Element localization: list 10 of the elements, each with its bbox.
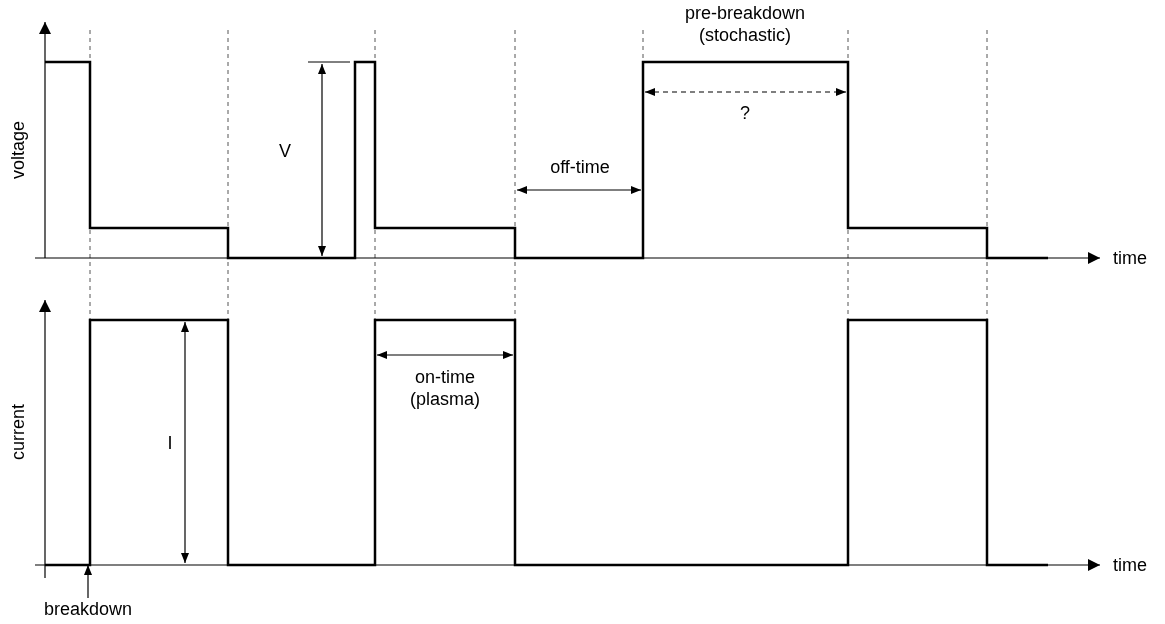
axis-label: voltage xyxy=(7,120,29,182)
dimension-label: ? xyxy=(739,102,751,124)
dimension-label: V xyxy=(278,140,292,162)
axis-label: time xyxy=(1112,554,1148,576)
dimension-label: on-time (plasma) xyxy=(409,366,481,410)
dimension-label: I xyxy=(166,432,174,454)
axis-label: current xyxy=(7,403,29,462)
dimension-label: off-time xyxy=(549,156,611,178)
axis-label: time xyxy=(1112,247,1148,269)
annotation-text: pre-breakdown (stochastic) xyxy=(683,2,807,46)
